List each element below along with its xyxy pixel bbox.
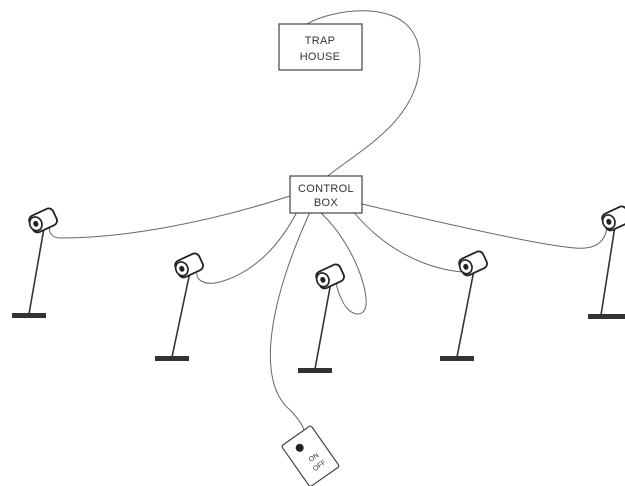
on-off-switch: ON OFF [281, 425, 340, 486]
microphone-4 [440, 250, 488, 361]
wire-mic-1 [49, 195, 291, 239]
mic-4-base [440, 356, 474, 361]
mic-3-pole [314, 281, 332, 370]
microphone-2 [155, 252, 204, 361]
control-box: CONTROL BOX [289, 175, 363, 214]
mic-2-icon [174, 252, 204, 279]
wire-mic-3 [319, 211, 367, 315]
mic-5-icon [601, 205, 625, 232]
mic-2-pole [171, 271, 191, 358]
wires [49, 10, 608, 431]
switch-label-on: ON [308, 452, 321, 464]
wire-trap-house [304, 10, 421, 179]
trap-house-box [278, 23, 363, 71]
wire-mic-2 [196, 209, 299, 284]
control-box-label-line1: CONTROL [298, 183, 354, 195]
mic-1-icon [28, 207, 58, 234]
mic-3-icon [315, 263, 345, 290]
mic-5-pole [600, 225, 616, 316]
mic-3-base [298, 368, 332, 373]
mic-1-base [12, 313, 46, 318]
trap-house: TRAP HOUSE [278, 23, 363, 71]
mic-1-pole [28, 227, 45, 315]
control-box-label-line2: BOX [314, 197, 338, 209]
mic-4-icon [458, 250, 488, 277]
mic-4-pole [456, 269, 475, 358]
wire-switch [269, 211, 311, 431]
mic-5-base [588, 314, 625, 319]
trap-house-label-line1: TRAP [305, 35, 336, 47]
trap-house-label-line2: HOUSE [300, 51, 341, 63]
microphone-1 [12, 207, 58, 318]
mic-2-base [155, 356, 189, 361]
switch-body [281, 425, 340, 486]
wire-mic-4 [351, 209, 463, 273]
microphone-3 [298, 263, 345, 373]
switch-indicator-dot [295, 443, 304, 452]
microphone-5 [588, 205, 625, 319]
control-box-rect [289, 175, 363, 214]
wire-mic-5 [361, 203, 608, 249]
